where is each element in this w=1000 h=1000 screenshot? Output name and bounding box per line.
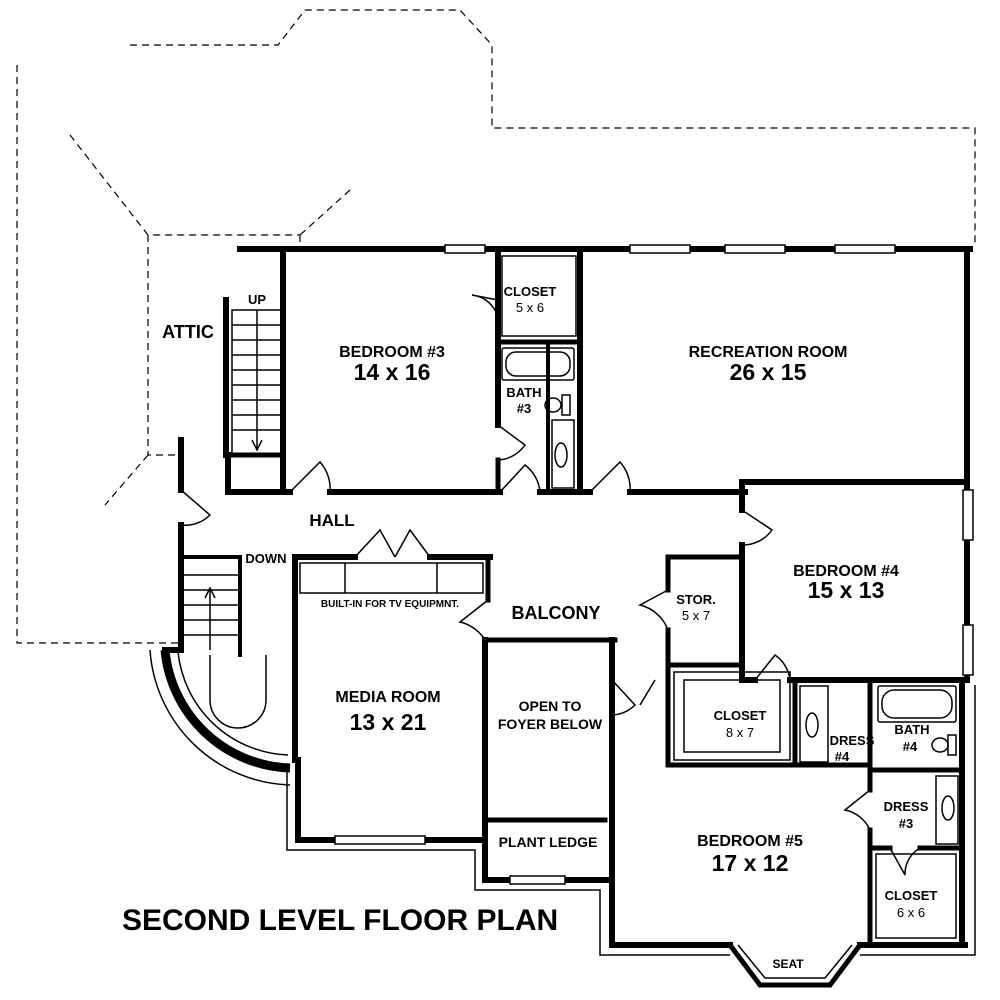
stor-size: 5 x 7: [682, 608, 710, 623]
closet-top-name: CLOSET: [504, 284, 557, 299]
dress4-name: DRESS: [830, 733, 875, 748]
dress3-name: DRESS: [884, 799, 929, 814]
open-to-label: OPEN TO: [519, 698, 582, 714]
room-labels: ATTIC UP DOWN HALL BALCONY BUILT-IN FOR …: [162, 284, 937, 971]
doors: [180, 294, 921, 876]
stairs-up: [231, 309, 283, 456]
media-room-size: 13 x 21: [350, 709, 427, 735]
attic-label: ATTIC: [162, 322, 214, 342]
recreation-room-size: 26 x 15: [730, 359, 807, 385]
bath3-num: #3: [517, 401, 531, 416]
hall-label: HALL: [309, 511, 354, 530]
tv-builtin-label: BUILT-IN FOR TV EQUIPMNT.: [321, 599, 459, 610]
stairs-down: [181, 574, 240, 650]
stairs-down-label: DOWN: [245, 551, 286, 566]
attic-outline: [16, 9, 976, 644]
closet-mid-size: 8 x 7: [726, 725, 754, 740]
closet-bottom-name: CLOSET: [885, 888, 938, 903]
bath4-name: BATH: [894, 722, 929, 737]
dress4-num: #4: [835, 749, 850, 764]
bedroom4-size: 15 x 13: [808, 577, 885, 603]
seat-label: SEAT: [772, 957, 804, 971]
media-room-name: MEDIA ROOM: [335, 689, 440, 706]
closet-mid-name: CLOSET: [714, 708, 767, 723]
bath3-name: BATH: [506, 385, 541, 400]
bay-seat: [726, 941, 864, 988]
bedroom3-size: 14 x 16: [354, 359, 431, 385]
stor-name: STOR.: [676, 592, 716, 607]
dress3-num: #3: [899, 816, 913, 831]
plant-ledge-label: PLANT LEDGE: [499, 834, 598, 850]
closet-top-size: 5 x 6: [516, 300, 544, 315]
bedroom3-name: BEDROOM #3: [339, 344, 445, 361]
bedroom5-size: 17 x 12: [712, 850, 789, 876]
stairs-up-label: UP: [248, 292, 266, 307]
foyer-below-label: FOYER BELOW: [498, 716, 603, 732]
recreation-room-name: RECREATION ROOM: [689, 344, 848, 361]
bedroom4-name: BEDROOM #4: [793, 563, 899, 580]
plan-title: SECOND LEVEL FLOOR PLAN: [122, 904, 558, 937]
windows: [334, 244, 974, 885]
closet-bottom-size: 6 x 6: [897, 905, 925, 920]
built-ins: [299, 255, 957, 939]
bath4-num: #4: [903, 739, 918, 754]
balcony-label: BALCONY: [512, 603, 601, 623]
fixtures: [501, 347, 959, 845]
bedroom5-name: BEDROOM #5: [697, 833, 803, 850]
stair-tower: [149, 649, 291, 786]
